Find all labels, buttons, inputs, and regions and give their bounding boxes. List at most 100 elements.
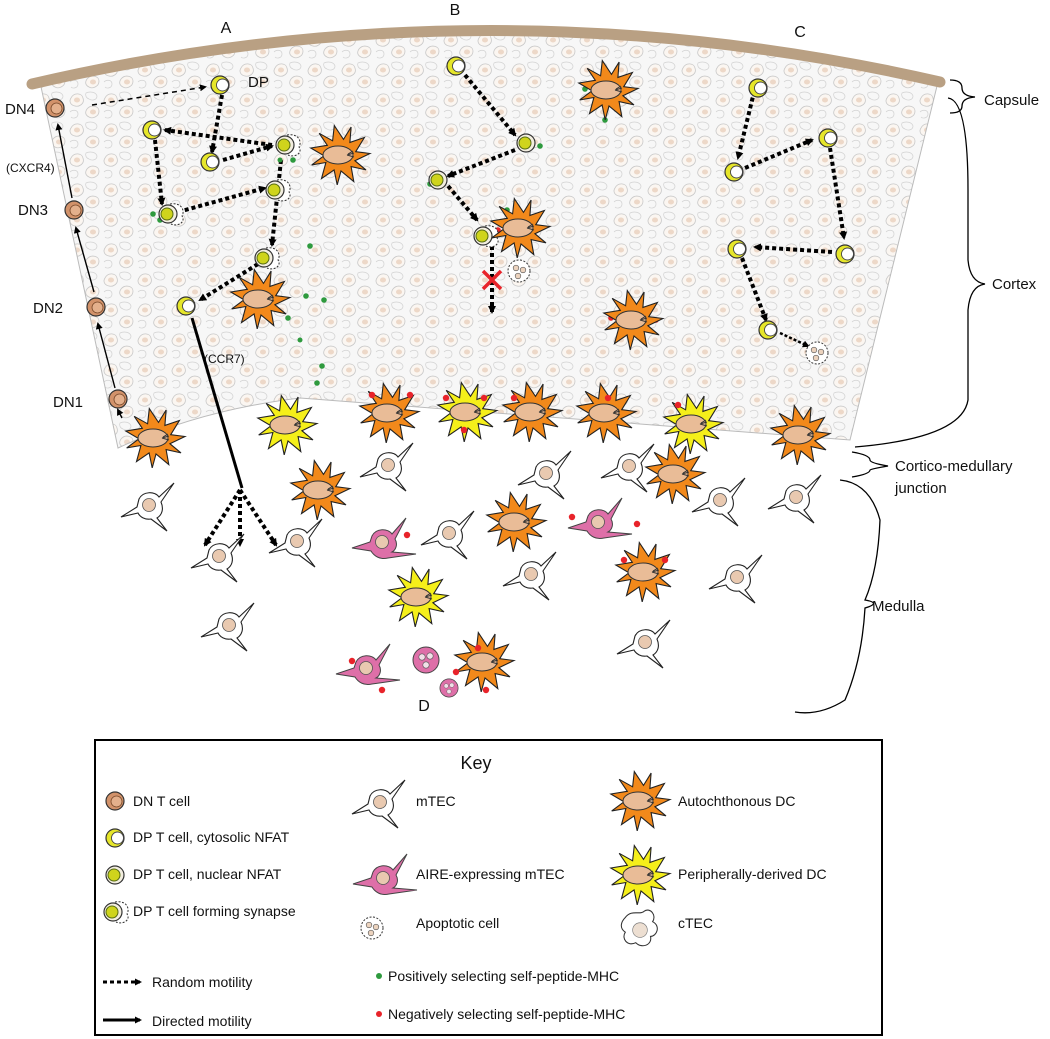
autochthonous-dc — [229, 268, 292, 330]
aire-mtec — [351, 517, 417, 559]
mhc-dot — [474, 644, 482, 652]
mhc-dot — [510, 394, 518, 402]
capsule — [26, 25, 946, 90]
section-label-d: D — [418, 698, 430, 715]
dp-t-cell-cytosolic — [105, 828, 125, 848]
mtec — [190, 533, 245, 583]
autochthonous-dc — [602, 289, 665, 351]
dn-t-cell — [108, 389, 128, 409]
mhc-dot — [568, 513, 576, 521]
ctec — [620, 909, 658, 947]
peripheral-dc — [436, 381, 499, 443]
dp-t-cell-cytosolic — [724, 162, 744, 182]
mhc-dot — [378, 686, 386, 694]
peripheral-dc — [609, 844, 672, 906]
dp-t-cell-synapse — [265, 179, 291, 202]
aire-mtec — [352, 853, 418, 895]
mtec — [517, 450, 572, 500]
mhc-dot — [482, 686, 490, 694]
autochthonous-dc — [609, 770, 672, 832]
cmj-label-line1: Cortico-medullary — [895, 458, 1013, 475]
blocked-cross-icon — [481, 269, 503, 291]
aire-mtec — [567, 497, 633, 539]
mhc-dot — [368, 391, 376, 399]
key-negative-dot-icon — [376, 1011, 382, 1017]
arrows — [55, 73, 848, 547]
mhc-dot — [406, 391, 414, 399]
autochthonous-dc — [289, 459, 352, 521]
dp-t-cell-cytosolic — [727, 239, 747, 259]
dn-t-cell — [86, 297, 106, 317]
aire-mtec-apoptotic — [412, 646, 440, 674]
dn-t-cell — [45, 98, 65, 118]
cxcr4-label: (CXCR4) — [6, 161, 55, 175]
autochthonous-dc — [644, 443, 707, 505]
section-label-c: C — [794, 24, 806, 41]
apoptotic-cell — [507, 259, 531, 283]
section-label-a: A — [221, 20, 232, 37]
dp-t-cell-cytosolic — [748, 78, 768, 98]
dp-t-cell-synapse — [254, 247, 280, 270]
autochthonous-dc — [577, 59, 640, 121]
autochthonous-dc — [453, 631, 516, 693]
key-positive-dot-icon — [376, 973, 382, 979]
autochthonous-dc — [358, 382, 421, 444]
mhc-dot — [661, 556, 669, 564]
mtec — [502, 551, 557, 601]
peripheral-dc — [256, 394, 319, 456]
mhc-dot — [460, 426, 468, 434]
mtec — [600, 443, 655, 493]
dp-t-cell-cytosolic — [200, 152, 220, 172]
dn2-label: DN2 — [33, 300, 63, 317]
dp-t-cell-nuclear — [516, 133, 536, 153]
dp-t-cell-synapse — [275, 134, 301, 157]
apoptotic-cell — [805, 341, 829, 365]
dp-t-cell-nuclear — [428, 170, 448, 190]
dp-t-cell-nuclear — [105, 865, 125, 885]
medulla-label: Medulla — [872, 598, 925, 615]
key-negative-mhc-label: Negatively selecting self-peptide-MHC — [388, 1006, 625, 1022]
key-dp-synapse-label: DP T cell forming synapse — [133, 903, 296, 919]
dp-t-cell-cytosolic — [176, 296, 196, 316]
key-title: Key — [460, 753, 491, 773]
key-positive-mhc-label: Positively selecting self-peptide-MHC — [388, 968, 619, 984]
autochthonous-dc — [575, 382, 638, 444]
key-auto-dc-label: Autochthonous DC — [678, 793, 796, 809]
dn1-label: DN1 — [53, 394, 83, 411]
autochthonous-dc — [309, 124, 372, 186]
key-mtec-label: mTEC — [416, 793, 456, 809]
peripheral-dc — [387, 566, 450, 628]
key-box — [94, 739, 883, 1036]
dp-t-cell-cytosolic — [758, 320, 778, 340]
autochthonous-dc — [614, 541, 677, 603]
cmj-label-line2: junction — [894, 480, 947, 497]
aire-mtec-apoptotic — [439, 678, 459, 698]
dp-t-cell-synapse — [158, 203, 184, 226]
key-random-motility-label: Random motility — [152, 974, 252, 990]
key-peripheral-dc-label: Peripherally-derived DC — [678, 866, 827, 882]
dn4-label: DN4 — [5, 101, 35, 118]
mtec — [616, 619, 671, 669]
mhc-dot — [403, 531, 411, 539]
mtec — [708, 554, 763, 604]
mtec — [359, 442, 414, 492]
autochthonous-dc — [769, 404, 832, 466]
capsule-label: Capsule — [984, 92, 1039, 109]
mhc-dot — [348, 657, 356, 665]
mhc-dot — [452, 668, 460, 676]
dp-t-cell-synapse — [103, 901, 129, 924]
autochthonous-dc — [501, 381, 564, 443]
key-ctec-label: cTEC — [678, 915, 713, 931]
mhc-dot — [442, 394, 450, 402]
dp-t-cell-cytosolic — [818, 128, 838, 148]
mtec — [767, 474, 822, 524]
dp-t-cell-cytosolic — [142, 120, 162, 140]
autochthonous-dc — [485, 491, 548, 553]
cortex-label: Cortex — [992, 276, 1037, 293]
dn-t-cell — [105, 791, 125, 811]
dn-t-cell — [64, 200, 84, 220]
key-dp-cytosolic-label: DP T cell, cytosolic NFAT — [133, 829, 290, 845]
section-label-b: B — [450, 2, 461, 19]
dp-t-cell-cytosolic — [210, 75, 230, 95]
